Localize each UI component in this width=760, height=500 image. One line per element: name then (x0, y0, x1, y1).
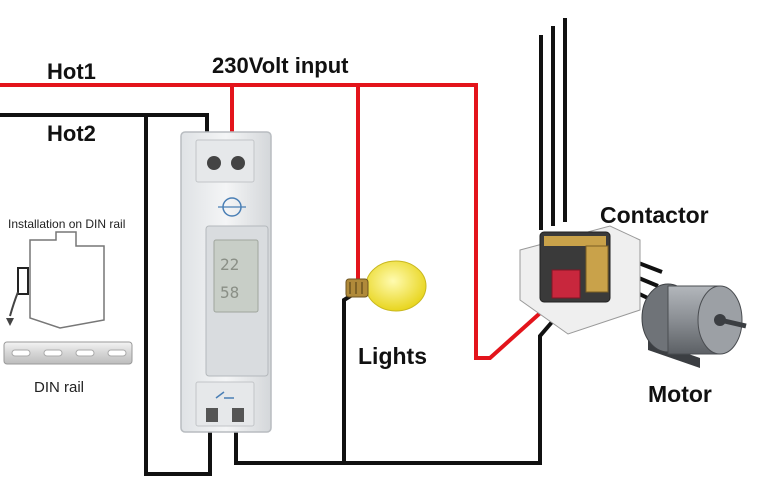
output-wire (234, 320, 554, 465)
terminal-screw (232, 408, 244, 422)
rail-slot (43, 349, 63, 357)
din-rail-illustration: Installation on DIN rail DIN rail (3, 217, 133, 396)
contactor-label: Contactor (600, 202, 709, 228)
din-arrow (9, 291, 19, 317)
terminal-screw (207, 156, 221, 170)
hot1-wire (0, 83, 550, 360)
motor (641, 283, 747, 368)
timer-lcd (213, 239, 259, 313)
contactor (519, 225, 641, 335)
contactor-top-terminals (544, 236, 606, 246)
contactor-coil (551, 269, 581, 299)
motor-label: Motor (648, 381, 712, 407)
hot2-label: Hot2 (47, 121, 96, 146)
timer-top-terminals (195, 139, 255, 183)
lights-label: Lights (358, 343, 427, 369)
rail-slot (11, 349, 31, 357)
contactor-side-terminals (585, 245, 609, 293)
switch-icon (215, 391, 234, 399)
digital-timer: 22 58 (180, 131, 272, 433)
timer-loop-wire (144, 113, 212, 476)
lcd-line-2: 58 (220, 283, 239, 302)
lcd-line-1: 22 (220, 255, 239, 274)
din-install-label: Installation on DIN rail (8, 217, 125, 231)
din-rail-bar (3, 341, 133, 365)
light-bulb (345, 260, 427, 312)
hot1-label: Hot1 (47, 59, 96, 84)
motor-shaft-end (719, 317, 747, 329)
terminal-screw (231, 156, 245, 170)
terminal-screw (206, 408, 218, 422)
rail-slot (75, 349, 95, 357)
din-clip (17, 267, 29, 295)
timer-bottom-terminals (195, 381, 255, 427)
din-arrow-head (6, 318, 14, 326)
din-rail-label: DIN rail (34, 379, 84, 396)
rail-slot (107, 349, 127, 357)
bulb-glass (365, 260, 427, 312)
lights-return-wire (342, 293, 354, 463)
hot2-wire (0, 113, 209, 150)
din-module-outline (29, 231, 105, 329)
input-voltage-label: 230Volt input (212, 53, 349, 78)
